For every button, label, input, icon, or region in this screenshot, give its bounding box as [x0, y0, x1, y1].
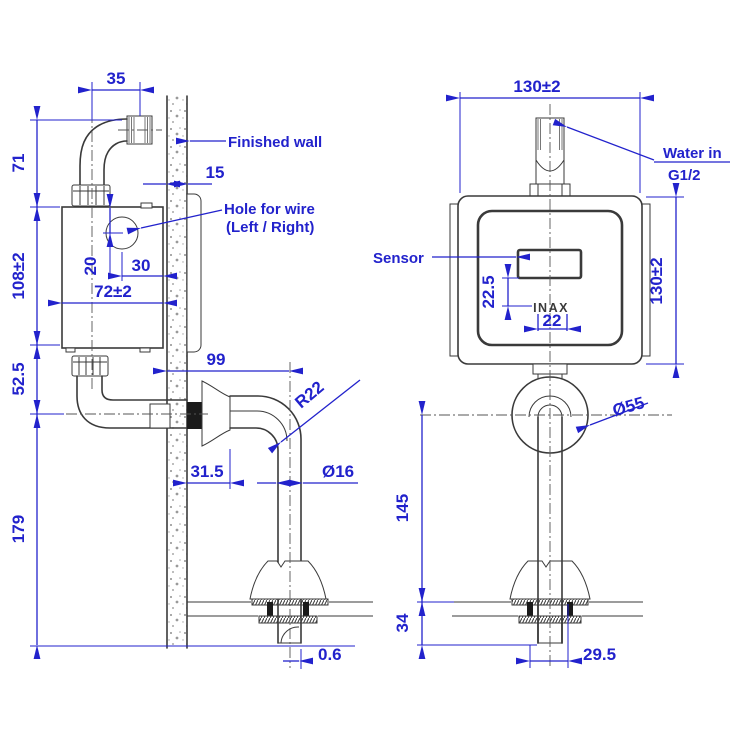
- dim-body-height: 130±2: [647, 257, 666, 304]
- dim-spout-offset: 52.5: [9, 362, 28, 395]
- dim-shank-width: 29.5: [583, 645, 616, 664]
- wall-gasket: [187, 402, 202, 429]
- dim-wall-thickness: 15: [206, 163, 225, 182]
- inlet-elbow: [79, 115, 162, 186]
- dim-counter-depth: 34: [393, 613, 412, 632]
- dim-spout-wall: 31.5: [190, 462, 223, 481]
- dim-spout-dia: Ø16: [322, 462, 354, 481]
- label-hole-for-wire-2: (Left / Right): [226, 219, 314, 236]
- dim-inlet-height: 71: [9, 154, 28, 173]
- spout: [201, 380, 302, 644]
- label-water-in-2: G1/2: [668, 167, 701, 184]
- wall-section: [166, 95, 188, 649]
- dim-spout-height: 179: [9, 515, 28, 543]
- label-hole-for-wire-1: Hole for wire: [224, 201, 315, 218]
- dim-pipe-height: 145: [393, 494, 412, 522]
- dim-hole-top: 20: [81, 257, 100, 276]
- right-dimensions: 130±2 Water in G1/2 130±2 Sensor 22.5 22…: [373, 77, 730, 668]
- wall-plate: [186, 193, 202, 353]
- dim-base-gap: 0.6: [318, 645, 342, 664]
- left-mount-base: [187, 560, 373, 644]
- sensor-window: [516, 248, 583, 280]
- dim-logo-width: 22: [543, 311, 562, 330]
- dim-box-width: 72±2: [94, 282, 132, 301]
- label-finished-wall: Finished wall: [228, 134, 322, 151]
- union-nut: [149, 403, 171, 429]
- inlet-nut: [71, 184, 111, 207]
- outlet-elbow: [71, 355, 202, 429]
- dim-spout-length: 99: [207, 350, 226, 369]
- label-sensor: Sensor: [373, 250, 424, 267]
- control-box: [61, 202, 164, 353]
- dim-box-height: 108±2: [9, 252, 28, 299]
- dim-sensor-offset: 22.5: [479, 275, 498, 308]
- dim-escutcheon-dia: Ø55: [610, 393, 646, 420]
- left-labels: Finished wall Hole for wire (Left / Righ…: [126, 134, 322, 236]
- dim-spout-radius: R22: [291, 377, 327, 412]
- right-mount-base: [452, 560, 643, 644]
- dim-body-width: 130±2: [513, 77, 560, 96]
- label-water-in-1: Water in: [663, 145, 722, 162]
- dim-hole-side: 30: [132, 256, 151, 275]
- dim-top-offset: 35: [107, 69, 126, 88]
